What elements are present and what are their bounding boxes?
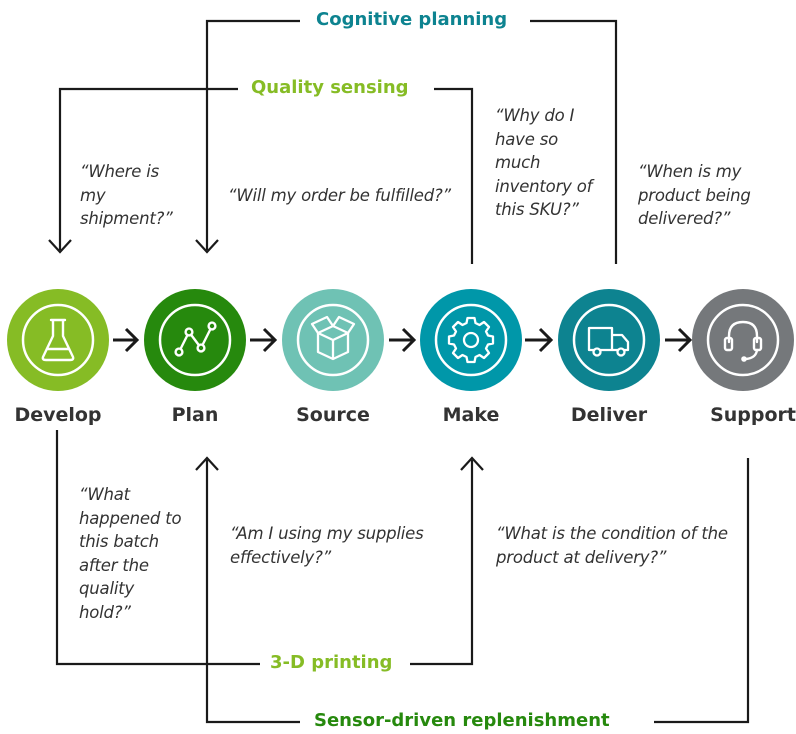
replenishment-arrowhead — [195, 456, 219, 471]
stage-name-support: Support — [710, 404, 796, 426]
quality-sensing-loop-line — [58, 87, 474, 264]
quality-sensing-label: Quality sensing — [243, 77, 417, 99]
quality-sensing-arrowhead — [48, 239, 72, 254]
line-graph-icon — [174, 321, 217, 357]
stage-make — [420, 289, 522, 391]
replenishment-loop-line — [205, 458, 750, 724]
printing-label: 3-D printing — [262, 652, 401, 674]
stage-name-make: Make — [442, 404, 500, 426]
question-where-shipment: “Where is my shipment?” — [80, 162, 173, 228]
printing-arrowhead — [460, 456, 484, 471]
flask-icon — [41, 318, 75, 362]
headset-icon — [723, 320, 763, 362]
question-order-fulfilled: “Will my order be fulfilled?” — [228, 186, 451, 205]
flow-arrow — [525, 327, 554, 353]
gear-icon — [447, 316, 495, 364]
replenishment-label: Sensor-driven replenishment — [306, 710, 618, 732]
flow-arrow — [665, 327, 693, 353]
question-supplies-effectively: “Am I using my supplies effectively?” — [230, 524, 424, 567]
printing-loop-line — [55, 430, 474, 666]
question-what-happened-batch: “What happened to this batch after the q… — [79, 485, 182, 622]
open-box-icon — [310, 315, 356, 361]
cognitive-planning-arrowhead — [195, 239, 219, 254]
stage-name-plan: Plan — [171, 404, 219, 426]
stage-deliver — [558, 289, 660, 391]
question-why-inventory: “Why do I have so much inventory of this… — [495, 106, 593, 219]
stage-support — [692, 289, 794, 391]
stage-name-deliver: Deliver — [570, 404, 648, 426]
flow-arrow — [250, 327, 278, 353]
cognitive-planning-label: Cognitive planning — [308, 9, 516, 31]
cognitive-planning-loop-line — [205, 19, 618, 264]
stage-develop — [7, 289, 109, 391]
stage-name-develop: Develop — [14, 404, 102, 426]
flow-arrow — [389, 327, 417, 353]
stage-name-source: Source — [296, 404, 370, 426]
question-condition-delivery: “What is the condition of the product at… — [496, 524, 728, 567]
truck-icon — [587, 326, 630, 357]
question-when-delivered: “When is my product being delivered?” — [638, 162, 751, 228]
flow-arrow — [113, 327, 140, 353]
stage-source — [282, 289, 384, 391]
stage-plan — [144, 289, 246, 391]
